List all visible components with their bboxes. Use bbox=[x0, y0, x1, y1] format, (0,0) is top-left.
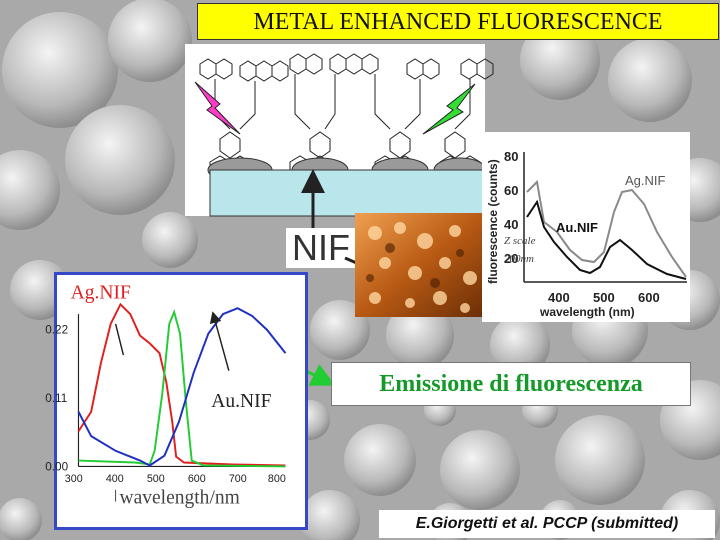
ag-nif-emission-label: Ag.NIF bbox=[625, 173, 666, 188]
abs-ytick-011: 0.11 bbox=[45, 392, 67, 405]
au-nif-emission-label: Au.NIF bbox=[556, 220, 598, 235]
au-nif-absorption-curve bbox=[77, 307, 287, 467]
afm-image bbox=[355, 213, 485, 317]
abs-xtick-600: 600 bbox=[188, 473, 206, 485]
au-nif-emission-curve bbox=[526, 199, 687, 280]
xtick-500: 500 bbox=[593, 290, 615, 305]
abs-xtick-500: 500 bbox=[147, 473, 165, 485]
glass-substrate bbox=[209, 169, 486, 217]
pink-lightning-bolt bbox=[194, 81, 241, 135]
au-nif-absorption-label: Au.NIF bbox=[211, 391, 271, 412]
afm-caption-1: Z scale bbox=[504, 235, 536, 247]
nif-label: NIF bbox=[286, 228, 356, 268]
xtick-600: 600 bbox=[638, 290, 660, 305]
ag-nif-emission-curve bbox=[526, 179, 687, 278]
ytick-40: 40 bbox=[504, 217, 518, 232]
abs-xtick-800: 800 bbox=[268, 473, 286, 485]
abs-xtick-300: 300 bbox=[65, 473, 83, 485]
ag-nif-absorption-label: Ag.NIF bbox=[71, 282, 131, 303]
green-lightning-bolt bbox=[422, 83, 476, 135]
abs-xtick-700: 700 bbox=[229, 473, 247, 485]
abs-xtick-400: 400 bbox=[106, 473, 124, 485]
nif-absorption-curve bbox=[78, 309, 286, 468]
abs-ytick-022: 0.22 bbox=[45, 324, 68, 337]
emission-chart: fluorescence (counts) 80 60 40 20 400 50… bbox=[482, 132, 690, 322]
ag-nif-absorption-curve bbox=[77, 302, 286, 467]
emission-ylabel: fluorescence (counts) bbox=[486, 159, 500, 284]
xtick-400: 400 bbox=[548, 290, 570, 305]
citation: E.Giorgetti et al. PCCP (submitted) bbox=[379, 510, 715, 538]
ytick-20: 20 bbox=[504, 251, 518, 266]
abs-xlabel: wavelength/nm bbox=[119, 488, 239, 509]
fluorescence-emission-label: Emissione di fluorescenza bbox=[331, 362, 691, 406]
molecular-scheme bbox=[185, 44, 494, 217]
abs-ytick-000: 0.00 bbox=[45, 460, 68, 473]
afm-caption-2: 200nm bbox=[504, 253, 534, 265]
ytick-80: 80 bbox=[504, 149, 518, 164]
absorption-chart: Ag.NIF 0.22 0.11 0.00 300 400 500 600 70… bbox=[45, 272, 308, 530]
ytick-60: 60 bbox=[504, 183, 518, 198]
slide-title: METAL ENHANCED FLUORESCENCE bbox=[197, 3, 719, 40]
emission-xlabel: wavelength (nm) bbox=[539, 305, 635, 319]
